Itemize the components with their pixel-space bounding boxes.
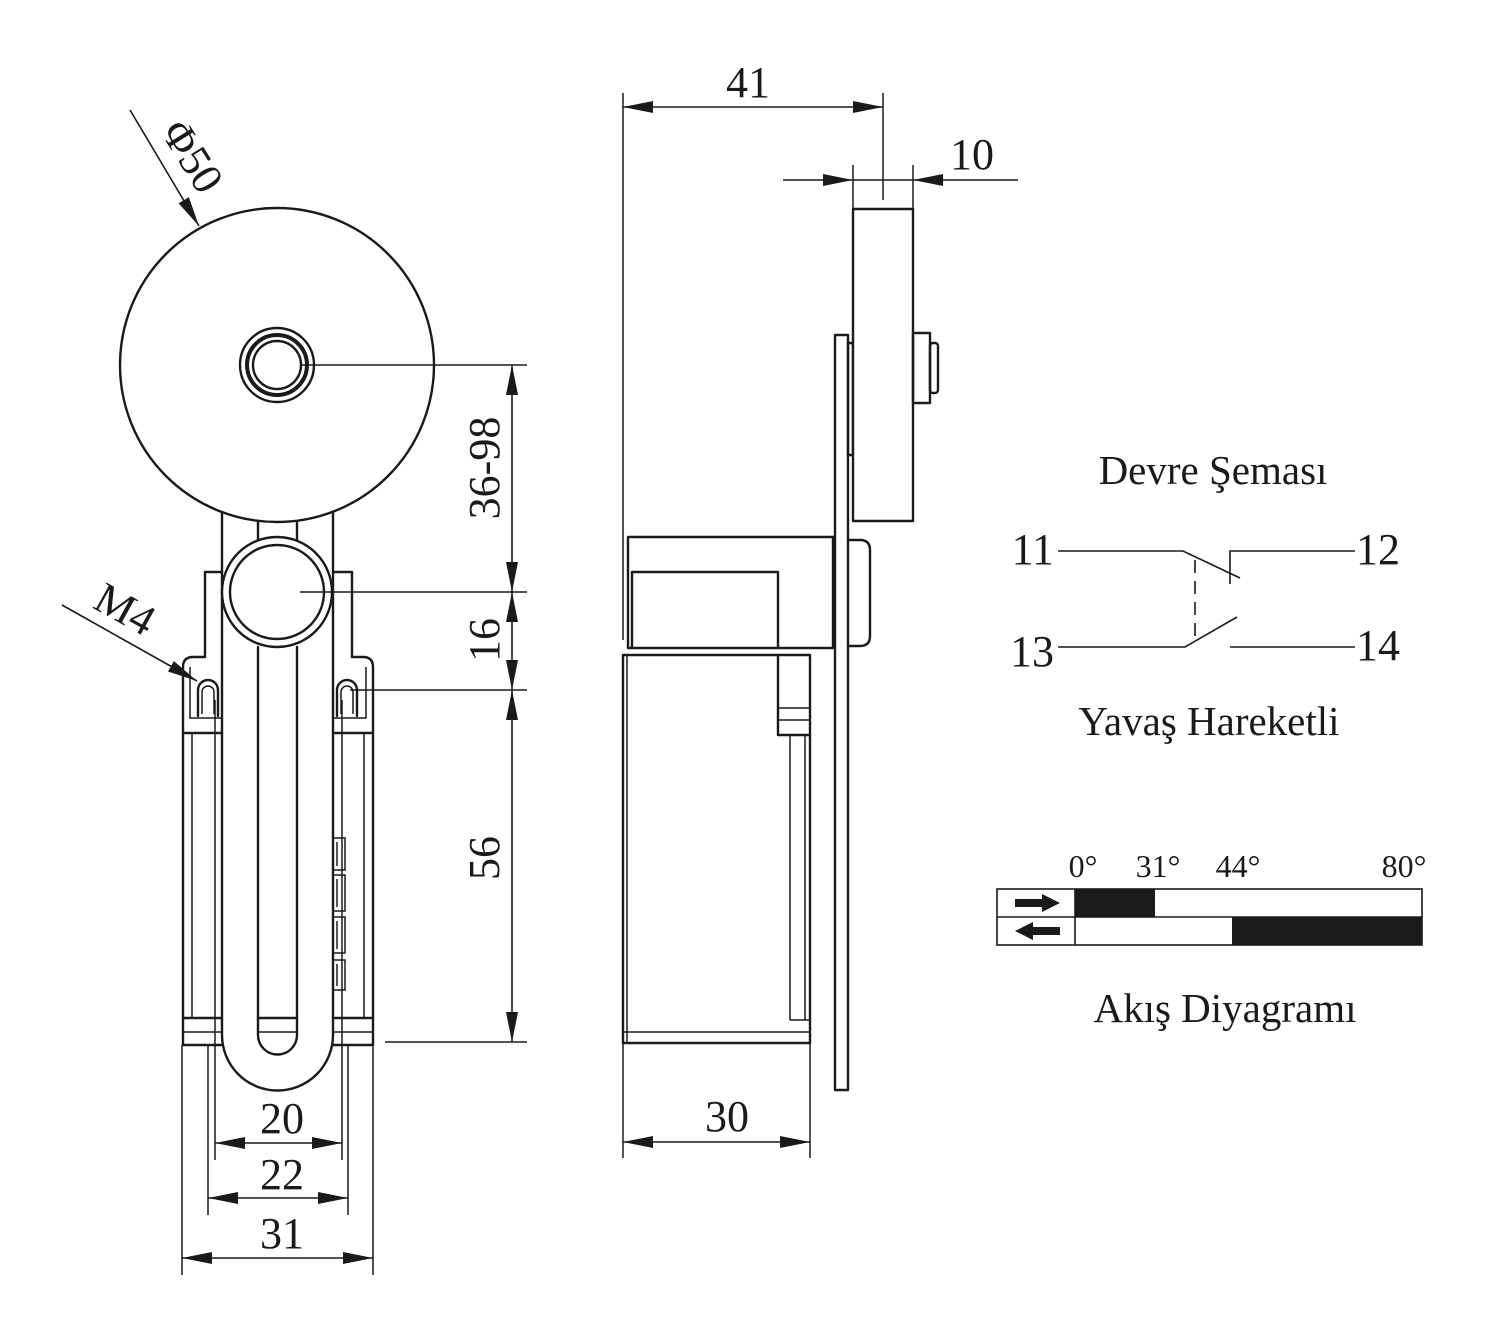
terminal-block [332, 837, 346, 991]
angle-label-31: 31° [1136, 848, 1181, 884]
right-arrow-icon [1015, 894, 1060, 912]
terminal-label-13: 13 [1010, 627, 1054, 676]
main-body-side [621, 653, 812, 1045]
no-contact-wire-13 [1058, 616, 1238, 648]
angle-label-80: 80° [1382, 848, 1427, 884]
terminal-2 [332, 874, 346, 912]
mount-hole-right [335, 678, 359, 718]
roller-side [851, 207, 915, 523]
left-arrow-icon [1015, 922, 1060, 940]
lever-plate-side [833, 333, 850, 1092]
nc-contact-wire-12 [1229, 550, 1355, 584]
terminal-4 [332, 959, 346, 991]
terminal-label-11: 11 [1012, 525, 1054, 574]
ear-inner-right [333, 667, 367, 719]
contact-bar-row1-closed [1075, 889, 1155, 917]
lever-arm-slot [256, 645, 299, 1056]
body-outline-left [181, 655, 224, 1047]
terminal-1 [332, 837, 346, 871]
shaft-knob-side [846, 538, 872, 648]
angle-label-44: 44° [1216, 848, 1261, 884]
lever-arm-outline [220, 510, 335, 1092]
travel-diagram: 0° 31° 44° 80° Akış Diyagramı [996, 848, 1427, 1031]
dim-text-10: 10 [950, 130, 994, 179]
head-shoulder-left [203, 570, 224, 659]
dim-text-thread: M4 [86, 573, 163, 645]
dim-text-roller-diameter: Φ50 [151, 111, 233, 202]
contact-bar-row2-closed [1232, 917, 1422, 945]
dim-text-31: 31 [260, 1209, 304, 1258]
circuit-title: Devre Şeması [1099, 447, 1328, 493]
head-shoulder-right [331, 570, 354, 659]
mount-hole-right-inner [340, 685, 354, 714]
head-inner-side [630, 570, 780, 650]
circuit-diagram: Devre Şeması 11 12 13 14 Yavaş Hareketli [1010, 447, 1400, 744]
mount-hole-left-inner [201, 685, 215, 714]
terminal-label-14: 14 [1356, 621, 1400, 670]
front-view: Φ50 M4 36-98 16 56 20 22 31 [61, 109, 527, 1275]
side-view: 41 10 30 [621, 58, 1018, 1158]
circuit-subtitle: Yavaş Hareketli [1078, 698, 1339, 744]
leader-roller-diameter [129, 109, 200, 227]
terminal-label-12: 12 [1356, 525, 1400, 574]
terminal-3 [332, 916, 346, 954]
leader-thread [61, 604, 198, 682]
travel-diagram-title: Akış Diyagramı [1093, 985, 1356, 1031]
roller-axle-cap-side [928, 341, 940, 395]
dim-text-20: 20 [260, 1094, 304, 1143]
dim-text-56: 56 [460, 836, 509, 880]
head-body-side [626, 535, 835, 650]
mount-hole-left [196, 678, 220, 718]
dim-text-41: 41 [726, 58, 770, 107]
dim-text-30: 30 [705, 1092, 749, 1141]
dim-text-16: 16 [460, 618, 509, 662]
dim-text-36-98: 36-98 [460, 417, 509, 520]
angle-label-0: 0° [1069, 848, 1098, 884]
nc-contact-wire-11 [1058, 550, 1241, 579]
ear-inner-left [189, 667, 222, 719]
roller-hub-side [911, 331, 932, 405]
dim-text-22: 22 [260, 1150, 304, 1199]
body-outline-right [331, 655, 375, 1047]
